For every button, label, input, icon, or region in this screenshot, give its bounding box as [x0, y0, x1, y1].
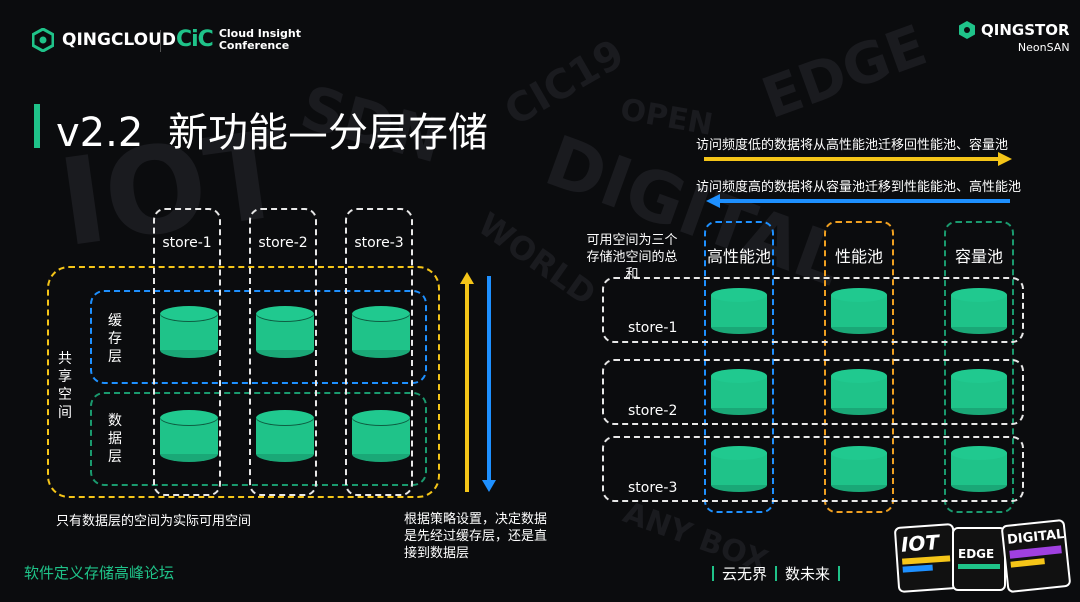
slogan-2: 数未来 — [785, 565, 831, 583]
footer-slogan: 云无界 数未来 — [712, 563, 841, 584]
header-divider — [160, 30, 161, 52]
right-store-row-1 — [602, 277, 1024, 343]
cic-line1: Cloud Insight — [218, 26, 301, 40]
store-column-2 — [249, 208, 317, 496]
available-note: 可用空间为三个存储池空间的总和 — [586, 233, 678, 282]
shared-space-label: 共享空间 — [58, 351, 72, 421]
cic-logo: CiC Cloud Insight Conference — [176, 27, 301, 52]
store-column-1 — [153, 208, 221, 496]
neonsan-label: NeonSAN — [1017, 41, 1070, 54]
qingstor-logo: QINGSTOR NeonSAN — [958, 20, 1070, 54]
title-version: v2.2 — [56, 110, 144, 156]
pool-disk-r1-high — [711, 288, 767, 334]
migrate-down-arrow — [704, 152, 1012, 166]
qingstor-wordmark: QINGSTOR — [981, 21, 1070, 39]
pool-disk-r2-cap — [951, 369, 1007, 415]
cache-disk-1 — [160, 306, 218, 358]
data-disk-2 — [256, 410, 314, 462]
footer-forum-title: 软件定义存储高峰论坛 — [24, 564, 175, 582]
slogan-1: 云无界 — [722, 565, 768, 583]
arrow-note: 根据策略设置，决定数据是先经过缓存层，还是直接到数据层 — [404, 512, 548, 561]
left-store-1-label: store-1 — [162, 235, 212, 251]
pool-column-perf — [824, 221, 894, 513]
title-text: 新功能—分层存储 — [168, 110, 489, 156]
cache-disk-2 — [256, 306, 314, 358]
badge-digital-text: DIGITAL — [1006, 526, 1066, 548]
migrate-up-text: 访问频度高的数据将从容量池迁移到性能能池、高性能池 — [696, 180, 1022, 195]
qingcloud-wordmark: QINGCLOUD — [62, 30, 177, 50]
badge-digital: DIGITAL — [1000, 518, 1072, 594]
right-store-3-label: store-3 — [628, 480, 678, 496]
cic-line2: Conference — [218, 38, 290, 52]
right-store-2-label: store-2 — [628, 403, 678, 419]
pool-disk-r3-high — [711, 446, 767, 492]
cache-layer-box — [90, 290, 427, 384]
badge-edge: EDGE — [952, 527, 1006, 591]
cache-layer-label: 缓存层 — [108, 313, 122, 365]
tiering-arrows — [460, 272, 496, 492]
qingstor-logo-icon — [959, 21, 975, 39]
qingcloud-logo: QINGCLOUD — [32, 28, 176, 52]
title-accent-bar — [34, 104, 40, 148]
pool-label-perf: 性能池 — [834, 247, 883, 266]
store-column-3 — [345, 208, 413, 496]
shared-space-box — [47, 266, 440, 498]
pool-disk-r1-perf — [831, 288, 887, 334]
pool-label-cap: 容量池 — [954, 247, 1003, 266]
right-store-row-2 — [602, 359, 1024, 425]
pool-disk-r2-perf — [831, 369, 887, 415]
qingcloud-logo-icon — [32, 28, 54, 52]
slogan-bar-right — [838, 566, 841, 581]
migrate-up-arrow — [706, 194, 1010, 208]
pool-disk-r2-high — [711, 369, 767, 415]
pool-disk-r1-cap — [951, 288, 1007, 334]
left-store-2-label: store-2 — [258, 235, 308, 251]
cache-disk-3 — [352, 306, 410, 358]
down-arrow-head — [482, 480, 496, 492]
migrate-down-text: 访问频度低的数据将从高性能池迁移回性能池、容量池 — [696, 138, 1009, 153]
page-title: v2.2 新功能—分层存储 — [56, 100, 488, 158]
slogan-bar-mid — [775, 566, 778, 581]
pool-label-high: 高性能池 — [706, 247, 771, 266]
badge-iot: IOT — [893, 522, 959, 594]
data-disk-3 — [352, 410, 410, 462]
cic-logo-mark: CiC — [176, 27, 214, 52]
right-store-row-3 — [602, 436, 1024, 502]
badge-iot-text: IOT — [900, 530, 940, 557]
pool-column-high — [704, 221, 774, 513]
data-disk-1 — [160, 410, 218, 462]
bg-word-edge: EDGE — [753, 13, 935, 132]
right-store-1-label: store-1 — [628, 320, 678, 336]
pool-disk-r3-cap — [951, 446, 1007, 492]
badge-edge-text: EDGE — [958, 547, 995, 561]
pool-disk-r3-perf — [831, 446, 887, 492]
left-store-3-label: store-3 — [354, 235, 404, 251]
left-caption: 只有数据层的空间为实际可用空间 — [56, 514, 252, 529]
up-arrow-head — [460, 272, 474, 284]
slogan-bar-left — [712, 566, 714, 581]
data-layer-label: 数据层 — [108, 413, 122, 465]
